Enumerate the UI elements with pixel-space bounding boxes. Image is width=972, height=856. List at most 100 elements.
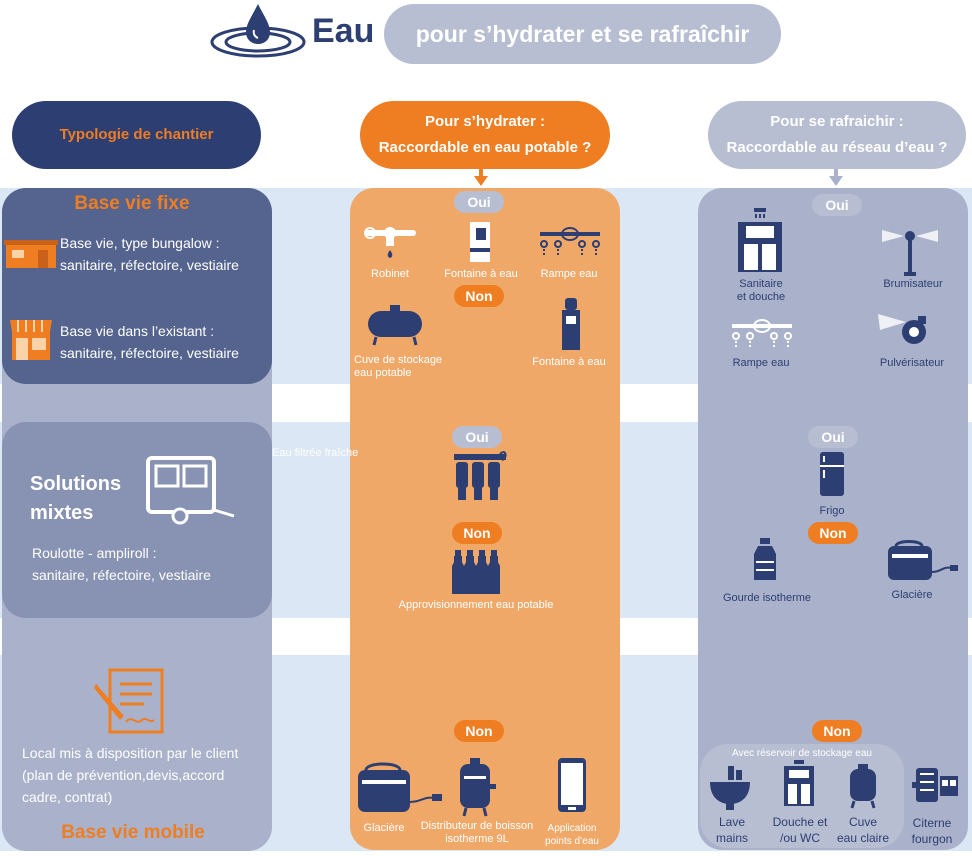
- header-hydrate-line2: Raccordable en eau potable ?: [378, 139, 592, 156]
- dispenser-label: Distributeur de boisson isotherme 9L: [412, 820, 542, 846]
- truck-label-line1: Citerne: [912, 816, 952, 830]
- row-title-mixte-line2: mixtes: [30, 502, 94, 524]
- document-sign-icon: [94, 668, 166, 739]
- water-cooler-label: Fontaine à eau: [532, 356, 606, 368]
- shop-icon: [8, 318, 54, 367]
- header-hydrate: Pour s’hydrater : Raccordable en eau pot…: [360, 101, 610, 169]
- mixte-desc-line2: sanitaire, réfectoire, vestiaire: [32, 567, 211, 583]
- mobile-hydrate-non-badge: Non: [454, 720, 504, 742]
- shower-wc-label-line1: Douche et: [772, 815, 828, 829]
- shower-wc-label-line2: /ou WC: [779, 831, 820, 845]
- wc-shower-label: Sanitaire et douche: [726, 278, 796, 304]
- refresh-spray-bar-label: Rampe eau: [732, 357, 790, 369]
- sink-label-line1: Lave: [718, 815, 746, 829]
- cooler-icon: [356, 762, 448, 821]
- drink-dispenser-icon: [458, 758, 498, 821]
- page-subtitle: pour s’hydrater et se rafraîchir: [384, 4, 781, 64]
- water-cooler-icon: [560, 298, 582, 357]
- fixe-item1: Base vie, type bungalow : sanitaire, réf…: [60, 232, 239, 276]
- fixe-item2-line2: sanitaire, réfectoire, vestiaire: [60, 345, 239, 361]
- spray-bar-label: Rampe eau: [540, 268, 598, 280]
- fixe-refresh-oui-badge: Oui: [812, 194, 862, 216]
- card-base-vie-mobile: [2, 655, 272, 851]
- tank-label-line1: Cuve de stockage: [354, 354, 443, 366]
- clear-tank-label-line1: Cuve: [848, 815, 877, 829]
- clear-tank-label: Cuve eau claire: [830, 814, 896, 846]
- mobile-desc-line2: (plan de prévention,devis,accord: [22, 767, 225, 783]
- phone-app-icon: [556, 756, 588, 819]
- sink-label-line2: mains: [715, 831, 748, 845]
- sprayer-icon: [876, 304, 930, 353]
- sink-icon: [708, 764, 752, 815]
- arrow-down-icon: [828, 169, 844, 192]
- mixte-refresh-oui-badge: Oui: [808, 426, 858, 448]
- tap-icon: [362, 222, 418, 267]
- mister-label: Brumisateur: [883, 278, 943, 290]
- header-refresh: Pour se rafraichir : Raccordable au rése…: [708, 101, 966, 169]
- fixe-hydrate-non-badge: Non: [454, 285, 504, 307]
- card-solutions-mixtes: [2, 422, 272, 618]
- cooler-label: Glacière: [891, 589, 933, 601]
- mixte-refresh-non-badge: Non: [808, 522, 858, 544]
- filtered-water-label: Eau filtrée fraîche: [272, 447, 359, 459]
- mobile-desc-line1: Local mis à disposition par le client: [22, 745, 239, 761]
- mixte-desc: Roulotte - ampliroll : sanitaire, réfect…: [32, 542, 211, 586]
- water-filter-icon: [452, 450, 508, 509]
- bottles-icon: [450, 546, 502, 601]
- fountain-label: Fontaine à eau: [444, 268, 518, 280]
- dispenser-label-line1: Distributeur de boisson: [420, 820, 534, 832]
- mobile-desc-line3: cadre, contrat): [22, 789, 113, 805]
- truck-label-line2: fourgon: [911, 832, 953, 846]
- app-label: Application points d’eau: [536, 822, 608, 848]
- fixe-item2-line1: Base vie dans l’existant :: [60, 323, 215, 339]
- wc-shower-label-line2: et douche: [736, 291, 786, 303]
- wc-shower-icon: [736, 208, 784, 279]
- fridge-icon: [818, 450, 846, 503]
- shower-wc-label: Douche et /ou WC: [766, 814, 834, 846]
- wc-shower-icon: [782, 760, 816, 811]
- fixe-item2: Base vie dans l’existant : sanitaire, ré…: [60, 320, 239, 364]
- fixe-item1-line2: sanitaire, réfectoire, vestiaire: [60, 257, 239, 273]
- mobile-cooler-label: Glacière: [363, 822, 405, 834]
- tank-label: Cuve de stockage eau potable: [354, 354, 474, 380]
- gourd-icon: [752, 538, 778, 587]
- tap-label: Robinet: [371, 268, 409, 280]
- header-hydrate-line1: Pour s’hydrater :: [424, 113, 546, 130]
- fixe-item1-line1: Base vie, type bungalow :: [60, 235, 220, 251]
- header-refresh-line1: Pour se rafraichir :: [770, 113, 904, 130]
- sprayer-label: Pulvérisateur: [879, 357, 945, 369]
- water-truck-icon: [912, 762, 962, 813]
- tank-label-line2: eau potable: [354, 367, 412, 379]
- row-title-mixte: Solutions mixtes: [30, 470, 121, 528]
- cooler-icon: [886, 540, 962, 587]
- page-title: Eau: [312, 12, 375, 50]
- supply-label: Approvisionnement eau potable: [398, 599, 554, 611]
- mobile-refresh-non-badge: Non: [812, 720, 862, 742]
- mixte-desc-line1: Roulotte - ampliroll :: [32, 545, 157, 561]
- header-typology: Typologie de chantier: [12, 101, 261, 169]
- mister-icon: [880, 224, 940, 283]
- clear-tank-label-line2: eau claire: [836, 831, 890, 845]
- fridge-label: Frigo: [819, 505, 845, 517]
- spray-bar-icon: [730, 316, 794, 355]
- truck-label: Citerne fourgon: [902, 815, 962, 847]
- spray-bar-icon: [538, 224, 602, 263]
- row-title-mixte-line1: Solutions: [30, 473, 122, 495]
- sink-label: Lave mains: [704, 814, 760, 846]
- mixte-hydrate-oui-badge: Oui: [452, 426, 502, 448]
- dispenser-label-line2: isotherme 9L: [445, 833, 509, 845]
- tank-icon: [366, 305, 424, 350]
- caravan-icon: [142, 454, 238, 531]
- header-refresh-line2: Raccordable au réseau d’eau ?: [726, 139, 948, 156]
- row-title-mobile: Base vie mobile: [61, 822, 205, 843]
- app-label-line2: points d’eau: [545, 836, 599, 847]
- reservoir-label: Avec réservoir de stockage eau: [732, 748, 872, 759]
- fixe-hydrate-oui-badge: Oui: [454, 191, 504, 213]
- bungalow-icon: [4, 238, 58, 275]
- arrow-down-icon: [473, 169, 489, 192]
- gourd-label: Gourde isotherme: [722, 592, 812, 604]
- wc-shower-label-line1: Sanitaire: [739, 278, 783, 290]
- water-fountain-icon: [466, 220, 494, 269]
- tank-small-icon: [848, 764, 878, 813]
- app-label-line1: Application: [547, 823, 597, 834]
